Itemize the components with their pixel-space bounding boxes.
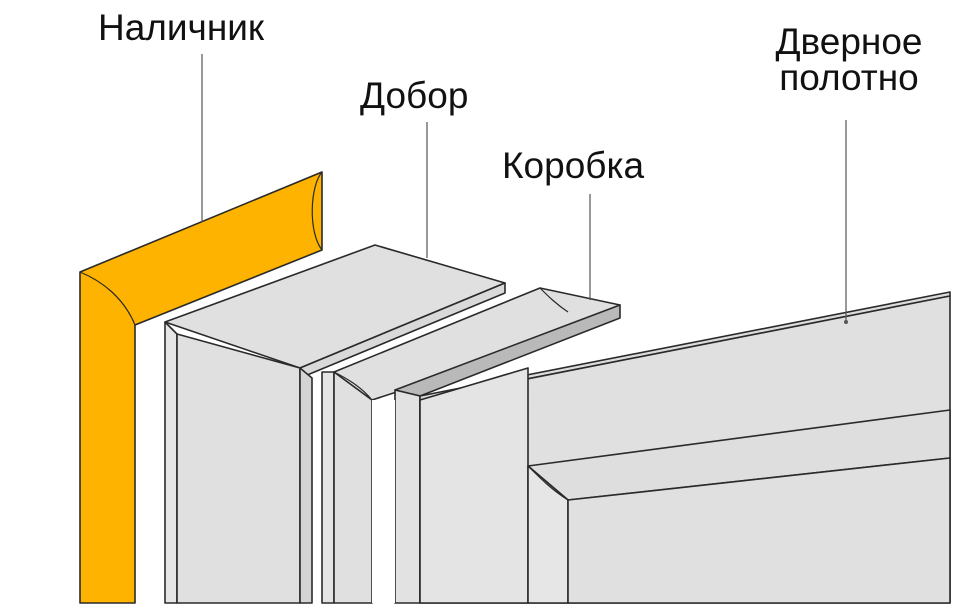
casing-label: Наличник <box>98 7 265 48</box>
casing-part <box>79 171 323 604</box>
box-label: Коробка <box>502 145 645 186</box>
box-jamb-back <box>321 371 335 604</box>
door-leaf-side <box>419 367 529 604</box>
door-leaf-label: Дверное полотно <box>744 21 954 98</box>
extension-edge <box>299 367 313 604</box>
box-gap <box>372 400 395 603</box>
box-jamb-front <box>394 389 421 604</box>
extension-part <box>164 244 506 604</box>
box-jamb-side <box>333 371 373 604</box>
casing-end-curve <box>311 171 323 251</box>
box-head-profile <box>333 371 373 401</box>
extension-back-strip <box>164 321 178 604</box>
box-part <box>321 287 621 604</box>
casing-profile-curve <box>79 271 136 326</box>
door-panel-face <box>567 457 951 604</box>
door-leaf-label-line1: Дверное <box>775 21 923 62</box>
door-leaf-part <box>419 291 951 604</box>
door-leaf-leader-dot <box>844 320 848 324</box>
door-leaf-label-line2: полотно <box>779 57 919 98</box>
extension-side <box>176 333 301 604</box>
box-head-profile-end <box>539 287 569 313</box>
extension-label: Добор <box>360 75 469 116</box>
door-panel-profile <box>527 465 569 501</box>
